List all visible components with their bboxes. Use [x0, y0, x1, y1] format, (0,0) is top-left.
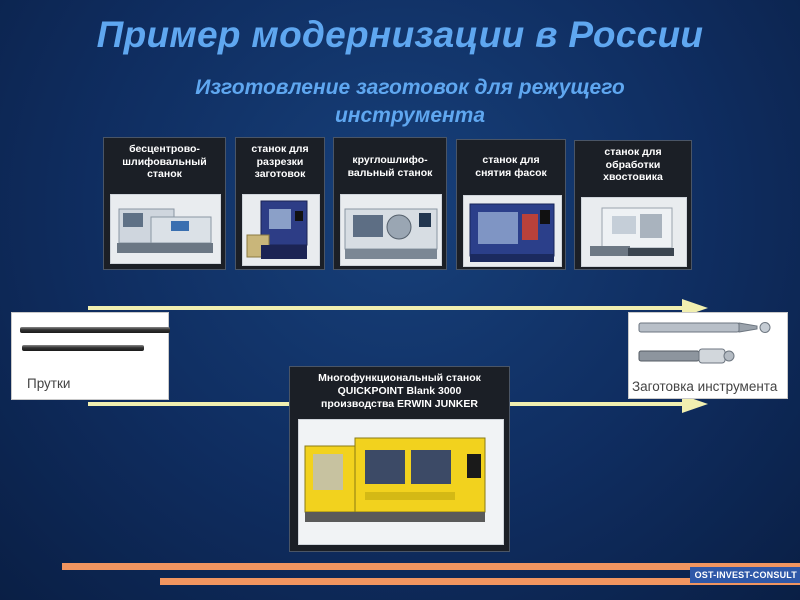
machine-photo: [242, 194, 320, 266]
process-arrow-top-line: [88, 306, 688, 310]
featured-machine-photo: [298, 419, 504, 545]
bar-stock-long: [20, 327, 170, 333]
output-blank-panel: Заготовка инструмента: [628, 312, 788, 399]
machine-photo: [581, 197, 687, 267]
brand-logo: OST-INVEST-CONSULT: [690, 567, 800, 583]
machine-photo: [110, 194, 221, 264]
footer-stripe-top: [62, 563, 800, 570]
input-bars-panel: Прутки: [11, 312, 170, 400]
tool-blank-icon: [638, 322, 771, 364]
machine-label: круглошлифо-вальный станок: [347, 154, 433, 179]
machine-photo: [463, 195, 562, 267]
machine-card-cylindrical-grinder[interactable]: круглошлифо-вальный станок: [333, 137, 447, 270]
page-title: Пример модернизации в России: [96, 14, 704, 55]
bar-stock-short: [22, 345, 144, 351]
output-blank-label: Заготовка инструмента: [632, 379, 778, 394]
process-arrow-bottom-head: [682, 395, 708, 413]
input-bars-label: Прутки: [27, 376, 71, 391]
page-subtitle: Изготовление заготовок для режущего инст…: [195, 76, 625, 127]
footer-stripe-bottom: [160, 578, 800, 585]
machine-photo: [340, 194, 442, 266]
